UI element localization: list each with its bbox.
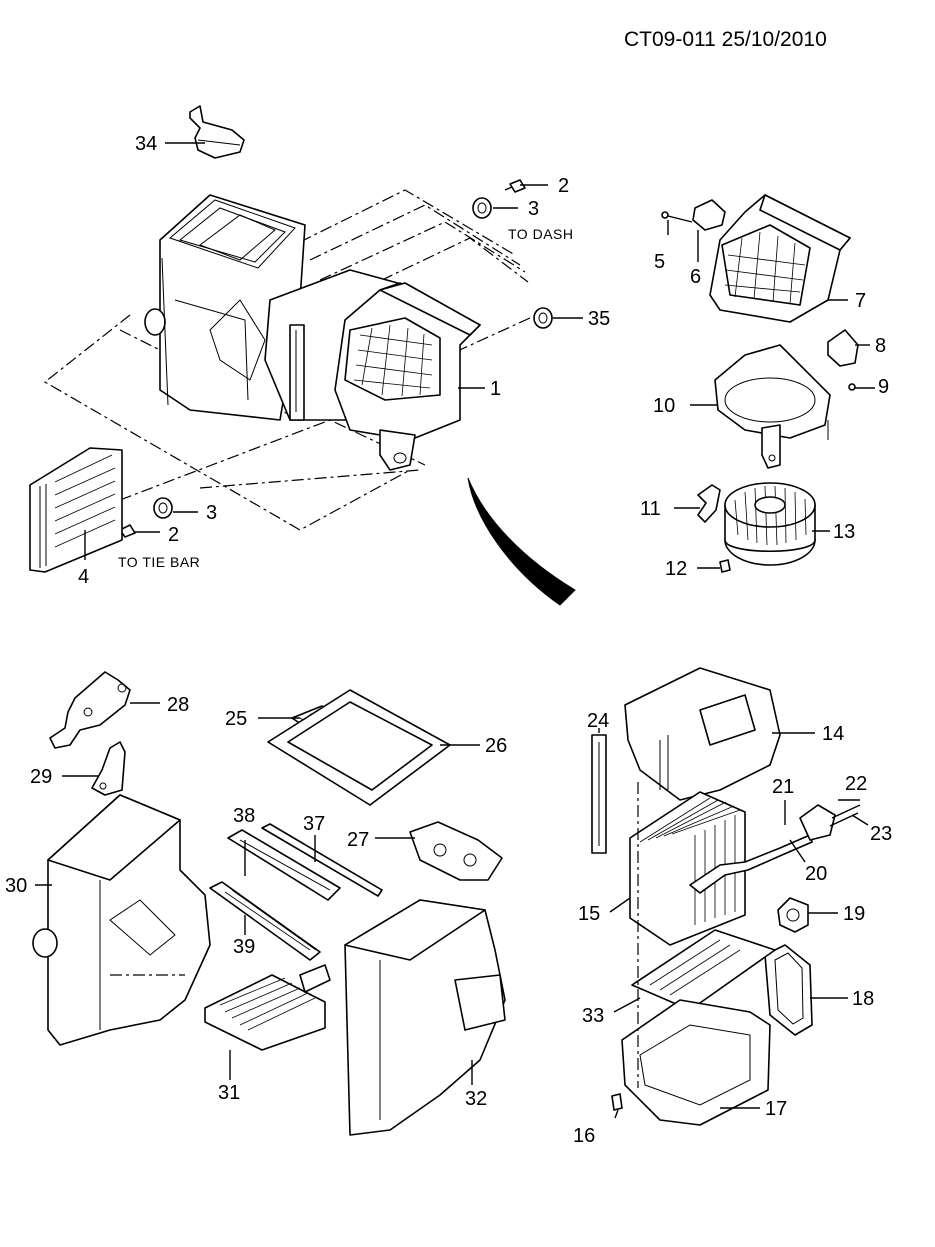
part-29-lever <box>91 741 126 796</box>
part-18-gasket <box>764 944 813 1036</box>
callout-2-bottom: 2 <box>168 524 179 546</box>
part-2-screw-bottom <box>119 524 136 538</box>
callout-13: 13 <box>833 521 855 543</box>
part-35-grommet <box>533 307 553 329</box>
callout-15: 15 <box>578 903 600 925</box>
part-31-heater-core <box>204 964 331 1051</box>
callout-32: 32 <box>465 1088 487 1110</box>
part-20-tube <box>689 834 813 894</box>
callout-29: 29 <box>30 766 52 788</box>
callout-14: 14 <box>822 723 844 745</box>
part-33-seal <box>631 929 776 1011</box>
part-30-heater-case-left <box>32 794 211 1046</box>
part-39-mesh <box>209 881 321 961</box>
part-10-lower-case <box>714 344 831 469</box>
callout-1: 1 <box>490 378 501 400</box>
callout-26: 26 <box>485 735 507 757</box>
part-8-actuator <box>827 329 859 367</box>
part-19-grommet <box>777 897 809 933</box>
callout-3-bottom: 3 <box>206 502 217 524</box>
callout-2-top: 2 <box>558 175 569 197</box>
callout-3-top: 3 <box>528 198 539 220</box>
part-26-gasket <box>267 689 451 806</box>
callout-18: 18 <box>852 988 874 1010</box>
callout-8: 8 <box>875 335 886 357</box>
part-32-heater-case-right <box>344 899 506 1136</box>
callout-17: 17 <box>765 1098 787 1120</box>
part-34-drain-hose <box>189 105 245 159</box>
callout-30: 30 <box>5 875 27 897</box>
note-to-tie-bar: TO TIE BAR <box>118 554 200 570</box>
part-38-door <box>227 829 341 901</box>
part-24-seal <box>591 734 607 854</box>
callout-22: 22 <box>845 773 867 795</box>
part-3-grommet-bottom <box>153 497 173 519</box>
part-15-evaporator <box>629 791 746 946</box>
callout-24: 24 <box>587 710 609 732</box>
callout-16: 16 <box>573 1125 595 1147</box>
callout-7: 7 <box>855 290 866 312</box>
part-28-link-lever <box>49 671 131 749</box>
callout-12: 12 <box>665 558 687 580</box>
part-12-screw <box>719 559 731 573</box>
callout-35: 35 <box>588 308 610 330</box>
document-code: CT09-011 25/10/2010 <box>624 28 827 51</box>
part-22-expansion-valve <box>799 804 861 841</box>
callout-5: 5 <box>654 251 665 273</box>
part-9-screw <box>848 383 856 391</box>
callout-9: 9 <box>878 376 889 398</box>
part-17-evaporator-lower-case <box>621 999 771 1126</box>
part-27-foam <box>409 821 503 881</box>
callout-31: 31 <box>218 1082 240 1104</box>
part-16-screw <box>611 1093 623 1111</box>
part-13-blower-motor <box>724 482 816 566</box>
part-11-hose <box>697 484 721 523</box>
callout-10: 10 <box>653 395 675 417</box>
part-7-blower-upper-case <box>709 194 851 323</box>
callout-39: 39 <box>233 936 255 958</box>
callout-27: 27 <box>347 829 369 851</box>
callout-23: 23 <box>870 823 892 845</box>
callout-38: 38 <box>233 805 255 827</box>
callout-33: 33 <box>582 1005 604 1027</box>
callout-21: 21 <box>772 776 794 798</box>
callout-19: 19 <box>843 903 865 925</box>
callout-34: 34 <box>135 133 157 155</box>
part-5-screw <box>661 211 693 223</box>
callout-6: 6 <box>690 266 701 288</box>
part-37-seal-strip <box>261 823 383 897</box>
callout-11: 11 <box>640 498 661 520</box>
note-to-dash: TO DASH <box>508 226 573 242</box>
direction-arrow <box>467 477 576 606</box>
part-14-evaporator-upper-case <box>624 667 781 801</box>
callout-28: 28 <box>167 694 189 716</box>
hvac-module-assembly <box>43 189 531 531</box>
part-4-cabin-filter <box>29 447 123 573</box>
callout-4: 4 <box>78 566 89 588</box>
callout-25: 25 <box>225 708 247 730</box>
callout-37: 37 <box>303 813 325 835</box>
part-2-screw-top <box>504 179 526 193</box>
part-6-resistor <box>692 199 726 231</box>
callout-20: 20 <box>805 863 827 885</box>
part-3-grommet-top <box>472 197 492 219</box>
